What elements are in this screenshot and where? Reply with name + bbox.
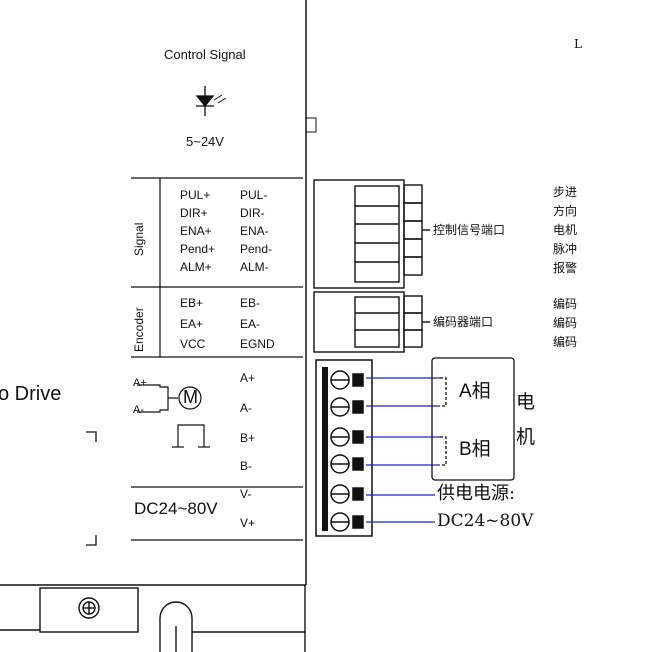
control-signal-title: Control Signal: [164, 47, 246, 62]
power-label: DC24~80V: [134, 499, 218, 518]
coil-a-plus-label: A+: [133, 377, 147, 389]
power-supply-voltage: DC24~80V: [437, 511, 534, 531]
signal-pin: ENA-: [240, 224, 269, 238]
phase-b-label: B相: [459, 439, 491, 460]
encoder-port-label: 编码器端口: [433, 315, 494, 329]
signal-pin: Pend-: [240, 242, 273, 256]
phase-a-label: A相: [459, 381, 491, 402]
motor-symbol: M: [183, 387, 198, 407]
signal-pin: PUL-: [240, 188, 268, 202]
signal-pin: DIR+: [180, 206, 208, 220]
control-desc-item: 电机: [553, 223, 578, 237]
signal-pin: ENA+: [180, 224, 212, 238]
signal-pin: PUL+: [180, 188, 211, 202]
screw-terminal-block: [315, 359, 373, 537]
terminal-table: [131, 177, 303, 541]
control-signal-connector: [313, 179, 430, 289]
coil-a-minus-label: A-: [133, 404, 144, 416]
drive-title: o Drive: [0, 383, 62, 405]
motor-winding: [431, 357, 515, 481]
encoder-pin: EB+: [180, 296, 204, 310]
signal-pin: ALM+: [180, 260, 212, 274]
mounting-area: [0, 585, 306, 652]
control-port-label: 控制信号端口: [433, 223, 506, 237]
power-pin: V-: [240, 487, 252, 501]
motor-label-char: 电: [516, 391, 536, 413]
control-desc-item: 脉冲: [553, 242, 578, 256]
encoder-desc-item: 编码: [553, 316, 578, 330]
control-desc-item: 步进: [553, 185, 578, 199]
encoder-block-label: Encoder: [132, 307, 146, 352]
signal-block-label: Signal: [132, 222, 146, 256]
control-voltage: 5~24V: [186, 134, 224, 149]
led-icon: [195, 86, 227, 116]
encoder-pin: EA-: [240, 317, 261, 331]
edge-mark: L: [574, 37, 582, 51]
motor-pin: A+: [240, 371, 256, 385]
motor-pin: A-: [240, 401, 252, 415]
signal-pin: DIR-: [240, 206, 265, 220]
encoder-connector: [313, 291, 430, 353]
encoder-pin: EA+: [180, 317, 204, 331]
signal-pin: ALM-: [240, 260, 269, 274]
encoder-desc-item: 编码: [553, 335, 578, 349]
signal-pin: Pend+: [180, 242, 216, 256]
power-pin: V+: [240, 516, 256, 530]
motor-pin: B-: [240, 459, 252, 473]
encoder-pin: EGND: [240, 337, 275, 351]
motor-pin: B+: [240, 431, 256, 445]
control-desc-item: 方向: [553, 204, 578, 218]
driver-body: [0, 0, 317, 586]
encoder-pin: EB-: [240, 296, 261, 310]
motor-wires: [366, 377, 440, 523]
power-supply-label: 供电电源:: [437, 483, 516, 504]
control-desc-item: 报警: [553, 261, 578, 275]
encoder-desc-item: 编码: [553, 297, 578, 311]
encoder-pin: VCC: [180, 337, 206, 351]
corner-marks: [86, 431, 97, 546]
motor-coil-icon: [137, 384, 210, 448]
motor-label-char: 机: [516, 426, 536, 448]
